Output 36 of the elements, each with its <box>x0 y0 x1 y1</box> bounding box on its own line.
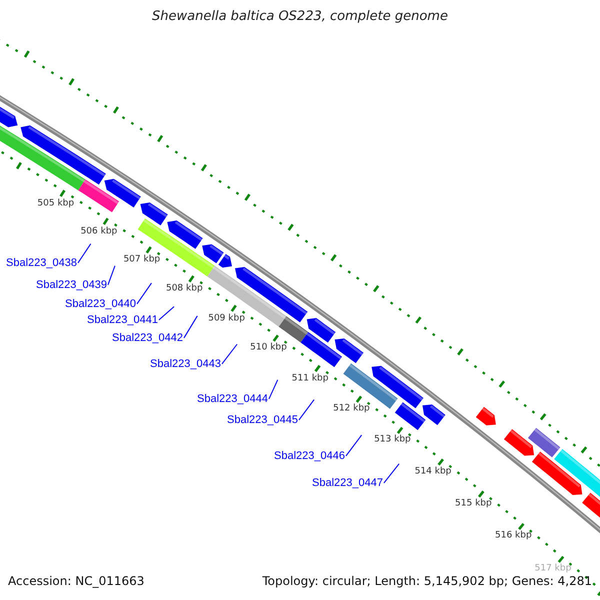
leader-line <box>268 379 278 400</box>
gene-label: Sbal223_0442 <box>112 332 183 346</box>
scale-label: 517 kbp <box>534 564 572 574</box>
scale-label: 510 kbp <box>250 342 287 354</box>
gene-label: Sbal223_0445 <box>227 414 298 428</box>
scale-label: 509 kbp <box>208 313 245 324</box>
leader-line <box>383 463 400 484</box>
scale-label: 511 kbp <box>292 373 328 384</box>
gene-label: Sbal223_0439 <box>36 279 107 292</box>
scale-label: 506 kbp <box>80 226 118 238</box>
leader-line <box>77 243 92 264</box>
gene-label: Sbal223_0444 <box>197 393 268 406</box>
title: Shewanella baltica OS223, complete genome <box>151 9 449 25</box>
leader-line <box>136 282 152 304</box>
scale-label: 514 kbp <box>414 466 452 478</box>
leader-line <box>221 344 238 364</box>
gene-label: Sbal223_0440 <box>65 298 136 312</box>
scale-label: 508 kbp <box>166 284 203 295</box>
gene-label: Sbal223_0447 <box>312 477 383 490</box>
scale-label: 507 kbp <box>123 254 160 266</box>
scale-label: 516 kbp <box>495 530 532 542</box>
scale-label: 512 kbp <box>333 404 370 415</box>
leader-line <box>298 399 315 420</box>
gene-label: Sbal223_0438 <box>6 257 77 270</box>
scale-label: 515 kbp <box>455 498 492 510</box>
leader-line <box>158 306 175 320</box>
gene-label: Sbal223_0443 <box>150 358 221 372</box>
genome-info-text: Topology: circular; Length: 5,145,902 bp; Genes: 4,281 <box>262 574 592 588</box>
leader-line <box>183 315 198 338</box>
scale-label: 505 kbp <box>37 198 74 210</box>
leader-line <box>107 265 116 286</box>
gene-label: Sbal223_0446 <box>274 450 345 464</box>
scale-label: 513 kbp <box>374 434 411 446</box>
accession-text: Accession: NC_011663 <box>8 574 144 588</box>
gene-label: Sbal223_0441 <box>87 314 158 328</box>
leader-line <box>345 434 362 456</box>
